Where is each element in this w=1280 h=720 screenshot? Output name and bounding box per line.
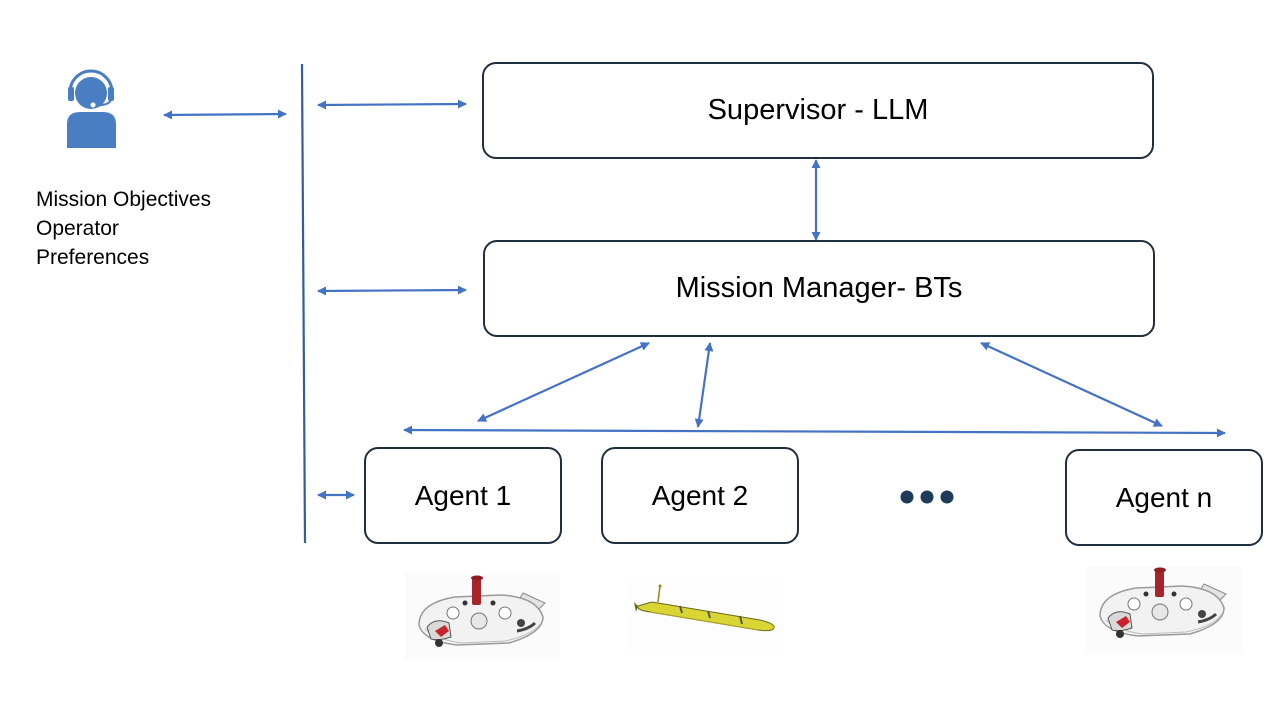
agent-n-label: Agent n	[1115, 481, 1213, 513]
operator-note-line: Operator	[36, 217, 119, 240]
operator-bus-arrow	[163, 109, 287, 120]
operator-note-line: Preferences	[36, 246, 150, 269]
mission-manager-label: Mission Manager- BTs	[675, 272, 963, 304]
hovering-auv-icon	[405, 573, 560, 659]
bus-mission-manager-arrow	[317, 285, 467, 296]
operator-note-line: Mission Objectives	[36, 188, 212, 211]
ellipsis-icon	[900, 490, 954, 504]
operator-bus-line	[300, 63, 307, 544]
supervisor-llm-box: Supervisor - LLM	[482, 62, 1154, 159]
bus-supervisor-arrow	[317, 99, 467, 110]
operator-headset-icon	[67, 69, 116, 148]
hovering-auv-icon	[1086, 566, 1242, 652]
manager-agents-arrow	[980, 342, 1163, 427]
agent-2-box: Agent 2	[601, 447, 799, 544]
agent-n-box: Agent n	[1065, 449, 1263, 546]
agents-bus-arrow	[403, 425, 1226, 438]
mission-manager-box: Mission Manager- BTs	[483, 240, 1155, 337]
manager-agents-arrow	[477, 341, 650, 423]
operator-notes: Mission Objectives Operator Preferences	[36, 185, 211, 272]
agent-1-box: Agent 1	[364, 447, 562, 544]
agent-2-label: Agent 2	[651, 479, 749, 511]
manager-agents-arrow	[694, 342, 714, 428]
torpedo-auv-icon	[628, 580, 784, 652]
agent-1-label: Agent 1	[414, 479, 512, 511]
supervisor-llm-label: Supervisor - LLM	[707, 94, 929, 126]
